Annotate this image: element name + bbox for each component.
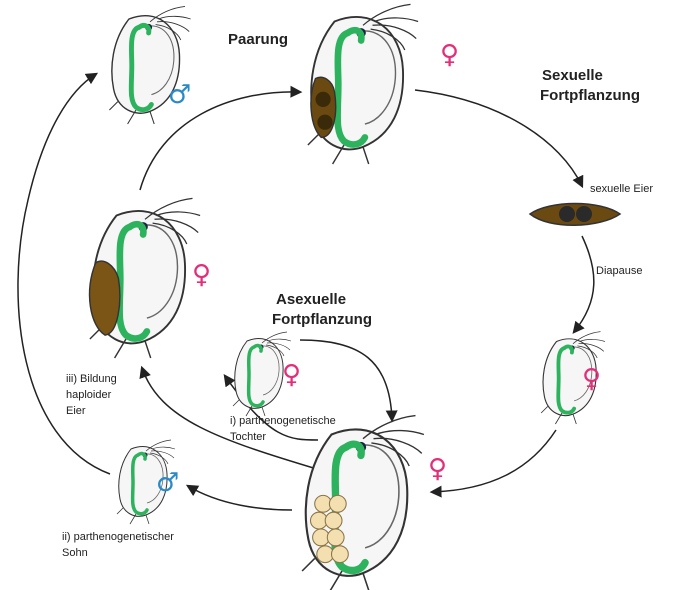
arrow-hatchling-to-asexual bbox=[432, 430, 556, 492]
arrow-bildung-to-mating bbox=[140, 92, 300, 190]
label-sexuelle-fortpflanzung-2: Fortpflanzung bbox=[540, 86, 640, 105]
label-sexuelle-eier: sexuelle Eier bbox=[590, 182, 653, 196]
female-symbol: ♀ bbox=[582, 366, 601, 392]
label-paarung: Paarung bbox=[228, 30, 288, 49]
label-sohn-2: Sohn bbox=[62, 546, 88, 560]
label-bildung-3: Eier bbox=[66, 404, 86, 418]
male-symbol: ♂ bbox=[168, 82, 191, 108]
label-asexuelle-fortpflanzung-1: Asexuelle bbox=[276, 290, 346, 309]
label-diapause: Diapause bbox=[596, 264, 642, 278]
label-asexuelle-fortpflanzung-2: Fortpflanzung bbox=[272, 310, 372, 329]
arrow-daughter-to-asexual bbox=[300, 340, 392, 420]
female-symbol: ♀ bbox=[192, 262, 211, 288]
label-sexuelle-fortpflanzung-1: Sexuelle bbox=[542, 66, 603, 85]
label-bildung-1: iii) Bildung bbox=[66, 372, 117, 386]
label-tochter-1: i) parthenogenetische bbox=[230, 414, 336, 428]
male-symbol: ♂ bbox=[156, 470, 179, 496]
arrow-asexual-to-son bbox=[188, 486, 292, 510]
female-symbol: ♀ bbox=[428, 456, 447, 482]
label-bildung-2: haploider bbox=[66, 388, 111, 402]
haploid-eggs bbox=[90, 261, 120, 335]
daphnia-female-bildung bbox=[90, 198, 201, 358]
daphnia-female-mating bbox=[308, 4, 418, 164]
label-sohn-1: ii) parthenogenetischer bbox=[62, 530, 174, 544]
arrow-eggs-diapause bbox=[574, 236, 594, 332]
female-symbol: ♀ bbox=[282, 362, 301, 388]
label-tochter-2: Tochter bbox=[230, 430, 266, 444]
female-symbol: ♀ bbox=[440, 42, 459, 68]
sexual-eggs-ephippium bbox=[530, 204, 620, 226]
daphnia-female-asexual bbox=[302, 416, 424, 590]
